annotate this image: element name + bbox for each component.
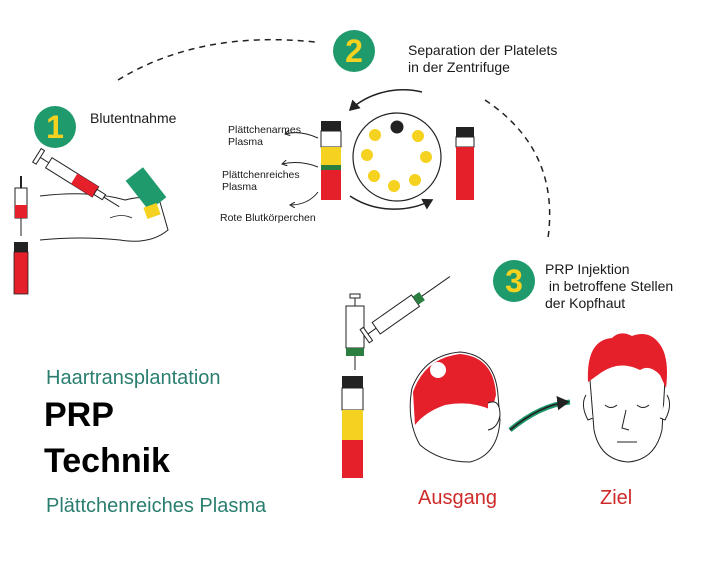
blood-draw-illustration [13,147,169,295]
title-line-2: Technik [44,442,170,480]
subtitle: Haartransplantation [46,367,221,389]
label-plasma-poor-line1: Plättchenarmes [228,124,301,136]
arrow-red-cells [290,191,319,205]
step-3-label-line3: der Kopfhaut [545,294,626,311]
centrifuge-illustration [282,89,475,210]
label-plasma-rich: Plättchenreiches Plasma [222,169,300,193]
step-3-label: PRP Injektion in betroffene Stellen der … [545,261,673,311]
step-2-label-line2: in der Zentrifuge [408,58,510,75]
label-after: Ziel [600,487,633,509]
step-1-label: Blutentnahme [90,110,177,126]
step-1-badge: 1 [34,106,76,148]
label-before: Ausgang [418,487,497,509]
title-line-1: PRP [44,396,114,434]
dashed-connector-1-2 [117,38,316,81]
label-plasma-rich-line2: Plasma [222,181,258,194]
tagline: Plättchenreiches Plasma [46,495,267,517]
label-plasma-rich-line1: Plättchenreiches [222,169,300,181]
arrow-plasma-poor [285,133,319,139]
label-plasma-poor: Plättchenarmes Plasma [228,124,301,148]
step-2-label: Separation der Platelets in der Zentrifu… [408,42,557,76]
step-2-badge: 2 [333,30,375,72]
dashed-connector-2-3 [484,99,551,239]
injection-illustration [341,276,671,478]
step-2-label-line1: Separation der Platelets [408,42,558,58]
step-3-label-line2: in betroffene Stellen [545,277,674,294]
label-red-cells: Rote Blutkörperchen [220,212,316,224]
step-3-label-line1: PRP Injektion [545,261,630,277]
arrow-plasma-rich [282,163,319,168]
label-plasma-poor-line2: Plasma [228,136,264,149]
step-3-badge: 3 [493,260,535,302]
